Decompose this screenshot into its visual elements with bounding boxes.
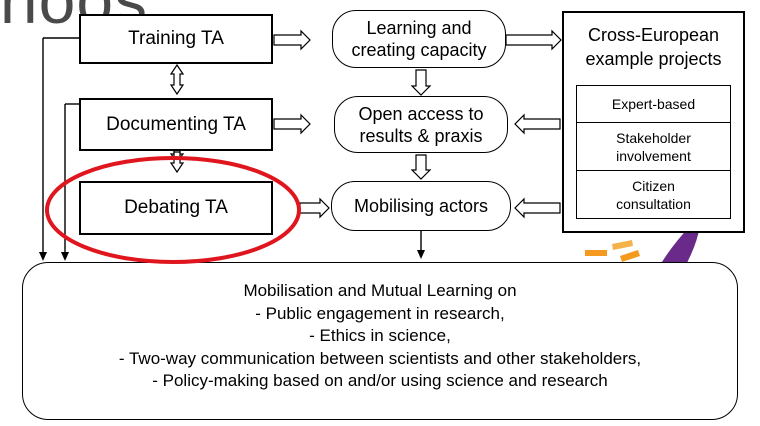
stakeholder-line1: Stakeholder — [616, 129, 691, 146]
training-ta-box: Training TA — [79, 14, 273, 64]
open-access-line2: results & praxis — [359, 125, 483, 146]
bottom-line-4: - Two-way communication between scientis… — [118, 348, 642, 368]
learning-capacity-box: Learning and creating capacity — [332, 10, 506, 68]
expert-based-item: Expert-based — [576, 85, 731, 123]
cross-european-title-line2: example projects — [585, 49, 722, 69]
mobilisation-mutual-learning-box: Mobilisation and Mutual Learning on - Pu… — [22, 262, 738, 420]
learning-capacity-line1: Learning and — [366, 18, 472, 38]
cross-european-title-line1: Cross-European — [587, 25, 720, 45]
stakeholder-involvement-item: Stakeholder involvement — [576, 122, 731, 171]
bottom-line-1: Mobilisation and Mutual Learning on — [243, 281, 517, 300]
cross-european-title: Cross-European example projects — [564, 23, 743, 71]
bottom-line-3: - Ethics in science, — [309, 326, 451, 345]
citizen-consultation-item: Citizen consultation — [576, 170, 731, 219]
stakeholder-line2: involvement — [616, 147, 691, 164]
expert-based-label: Expert-based — [611, 96, 696, 112]
open-access-line1: Open access to — [358, 103, 484, 124]
open-access-box: Open access to results & praxis — [334, 96, 508, 153]
learning-capacity-line2: creating capacity — [351, 40, 487, 60]
debating-ta-box: Debating TA — [79, 181, 273, 235]
citizen-line2: consultation — [616, 195, 691, 212]
documenting-ta-box: Documenting TA — [79, 98, 273, 151]
citizen-line1: Citizen — [632, 177, 675, 194]
bottom-line-5: - Policy-making based on and/or using sc… — [152, 371, 608, 390]
bottom-line-2: - Public engagement in research, — [255, 303, 505, 323]
mobilising-actors-box: Mobilising actors — [331, 181, 511, 231]
cross-european-box: Cross-European example projects Expert-b… — [562, 11, 745, 233]
